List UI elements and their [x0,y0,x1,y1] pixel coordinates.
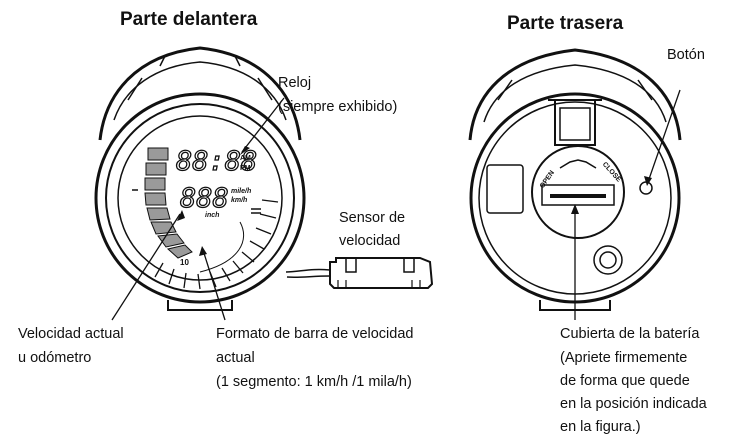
speed-label-1: Velocidad actual [18,326,124,342]
sensor-label-1: Sensor de [339,210,406,226]
unit-km: km/h [231,197,247,204]
pm-indicator: PM [240,165,251,172]
battery-label-5: en la figura.) [560,419,641,435]
bar-label-1: Formato de barra de velocidad [216,326,414,342]
speed-sensor [285,257,434,289]
am-indicator: AM [240,155,251,162]
reset-button [639,181,653,195]
battery-label-4: en la posición indicada [560,396,707,412]
open-marking: OPEN [539,170,556,190]
clock-label: Reloj [278,75,312,91]
back-device: OPEN CLOSE [468,48,682,311]
speed-label-2: u odómetro [18,350,92,366]
clock-label-detail: (siempre exhibido) [278,99,398,115]
clock-digits: 88:88 [176,146,257,177]
bar-label-2: actual [216,350,255,366]
bar-label-3: (1 segmento: 1 km/h /1 mila/h) [216,374,412,390]
button-label: Botón [667,47,705,63]
front-device: 88:88 AM PM 888 mile/h km/h inch 10 [94,46,306,311]
bar-mark: 10 [180,258,189,267]
sensor-label-2: velocidad [339,233,401,249]
unit-mile: mile/h [231,188,251,195]
battery-label-3: de forma que quede [560,373,690,389]
inch-label: inch [205,212,219,219]
speed-digits: 888 [180,183,229,214]
battery-label-2: (Apriete firmemente [560,350,688,366]
front-title: Parte delantera [120,9,258,30]
leader-lines [111,89,681,321]
battery-label-1: Cubierta de la batería [560,326,700,342]
back-title: Parte trasera [507,13,624,34]
